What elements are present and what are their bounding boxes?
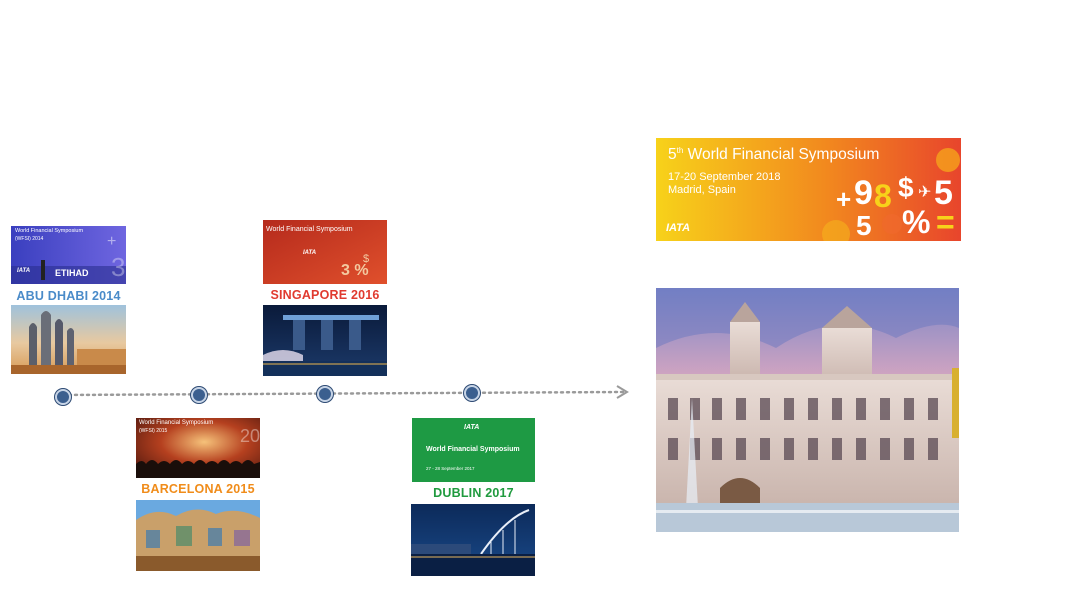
dublin-bridge-image [411, 504, 535, 576]
singapore-2016-label: SINGAPORE 2016 [270, 288, 380, 302]
dublin-poster-title: World Financial Symposium [426, 446, 520, 453]
banner-equals: = [936, 204, 955, 240]
madrid-cibeles-palace-image [656, 288, 959, 532]
abu-dhabi-brand: ETIHAD [55, 268, 89, 278]
abu-dhabi-poster-subtitle: (WFSI) 2014 [15, 236, 44, 242]
timeline-node-2016[interactable] [317, 386, 333, 402]
banner-dollar: $ [898, 172, 914, 203]
barcelona-poster-subtitle: (WFSI) 2015 [139, 428, 168, 434]
timeline-node-2014[interactable] [55, 389, 71, 405]
banner-plus: + [836, 184, 852, 214]
singapore-marina-image [263, 305, 387, 376]
barcelona-poster-image: 20 World Financial Symposium (WFSI) 2015 [136, 418, 260, 478]
timeline-node-2017[interactable] [464, 385, 480, 401]
svg-text:3: 3 [111, 252, 125, 282]
singapore-poster-title: World Financial Symposium [266, 226, 353, 233]
abu-dhabi-2014-label: ABU DHABI 2014 [16, 289, 121, 303]
barcelona-poster-title: World Financial Symposium [139, 420, 214, 426]
abu-dhabi-poster-image: + 3 World Financial Symposium (WFSI) 201… [11, 226, 126, 284]
barcelona-2015-label: BARCELONA 2015 [141, 482, 255, 496]
banner-percent: % [902, 204, 931, 240]
singapore-poster-image: $ World Financial Symposium 3 % IATA [263, 220, 387, 284]
abu-dhabi-skyline-image [11, 305, 126, 374]
banner-edition-sup: th [676, 146, 684, 155]
timeline-line [61, 385, 629, 399]
iata-logo-icon: IATA [303, 250, 317, 256]
svg-text:+: + [107, 233, 116, 250]
dublin-poster-image: IATA World Financial Symposium 27 - 28 S… [412, 418, 535, 482]
banner-dates: 17-20 September 2018 [668, 171, 781, 183]
dublin-2017-label: DUBLIN 2017 [433, 486, 514, 500]
barcelona-building-image [136, 500, 260, 571]
abu-dhabi-poster-title: World Financial Symposium [15, 228, 84, 234]
banner-edition: 5 [668, 146, 677, 164]
iata-logo-icon: IATA [17, 268, 31, 274]
banner-location: Madrid, Spain [668, 184, 736, 196]
iata-logo-icon: IATA [464, 424, 480, 431]
dublin-poster-dates: 27 - 28 September 2017 [426, 466, 475, 471]
banner-title-row: 5th World Financial Symposium [668, 146, 879, 164]
iata-logo-icon: IATA [666, 222, 691, 234]
plane-icon: ✈ [918, 184, 932, 201]
banner-eight: 8 [874, 178, 892, 214]
wfs-2018-banner[interactable]: 5th World Financial Symposium 17-20 Sept… [656, 138, 961, 241]
banner-nine: 9 [854, 174, 873, 212]
banner-five-a: 5 [934, 174, 953, 212]
svg-text:20: 20 [240, 426, 260, 446]
svg-text:$: $ [363, 253, 369, 265]
banner-five-b: 5 [856, 210, 872, 241]
singapore-poster-percent: 3 % [341, 262, 369, 279]
banner-title: World Financial Symposium [687, 146, 880, 164]
timeline-node-2015[interactable] [191, 387, 207, 403]
